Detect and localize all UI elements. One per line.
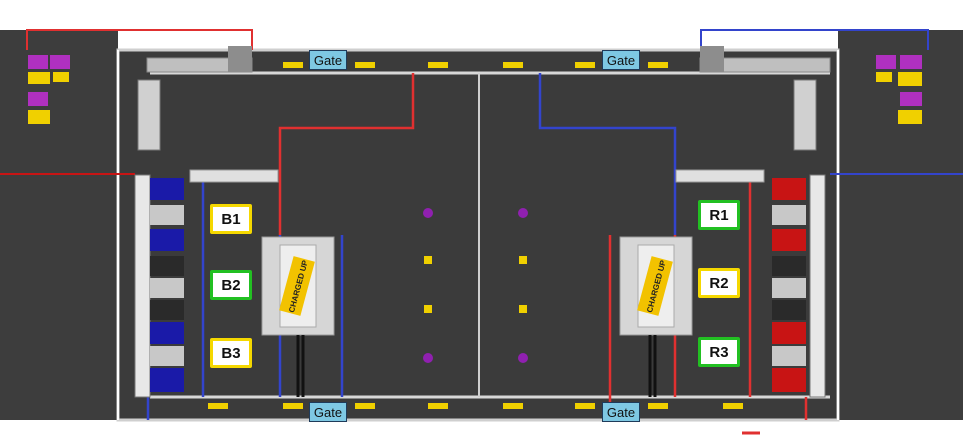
left-loading-area (0, 30, 118, 425)
right-double-substation (793, 79, 817, 151)
red-grid-nodes (772, 178, 806, 392)
station-b2: B2 (210, 270, 252, 300)
blue-route-line (538, 73, 677, 235)
staged-game-pieces (423, 208, 528, 363)
red-route-line (278, 73, 415, 235)
red-charge-station: CHARGED UP (619, 236, 693, 397)
station-b3: B3 (210, 338, 252, 368)
gate-bottom-right-label: Gate (602, 402, 640, 422)
left-double-substation (137, 79, 161, 151)
station-r3: R3 (698, 337, 740, 367)
rail-markers (208, 62, 743, 409)
right-loading-area (838, 30, 963, 425)
blue-grid-wall (134, 174, 151, 398)
station-b1: B1 (210, 204, 252, 234)
blue-loading-zone-outline (700, 29, 929, 50)
red-loading-zone-outline (26, 29, 253, 50)
station-r2: R2 (698, 268, 740, 298)
gate-bottom-left-label: Gate (309, 402, 347, 422)
blue-charge-station: CHARGED UP (261, 236, 335, 397)
left-loading-game-pieces (28, 55, 70, 124)
blue-grid-nodes (150, 178, 184, 392)
station-r1: R1 (698, 200, 740, 230)
red-grid-wall (809, 174, 826, 398)
right-loading-game-pieces (876, 55, 922, 124)
gate-top-left-label: Gate (309, 50, 347, 70)
gate-top-right-label: Gate (602, 50, 640, 70)
